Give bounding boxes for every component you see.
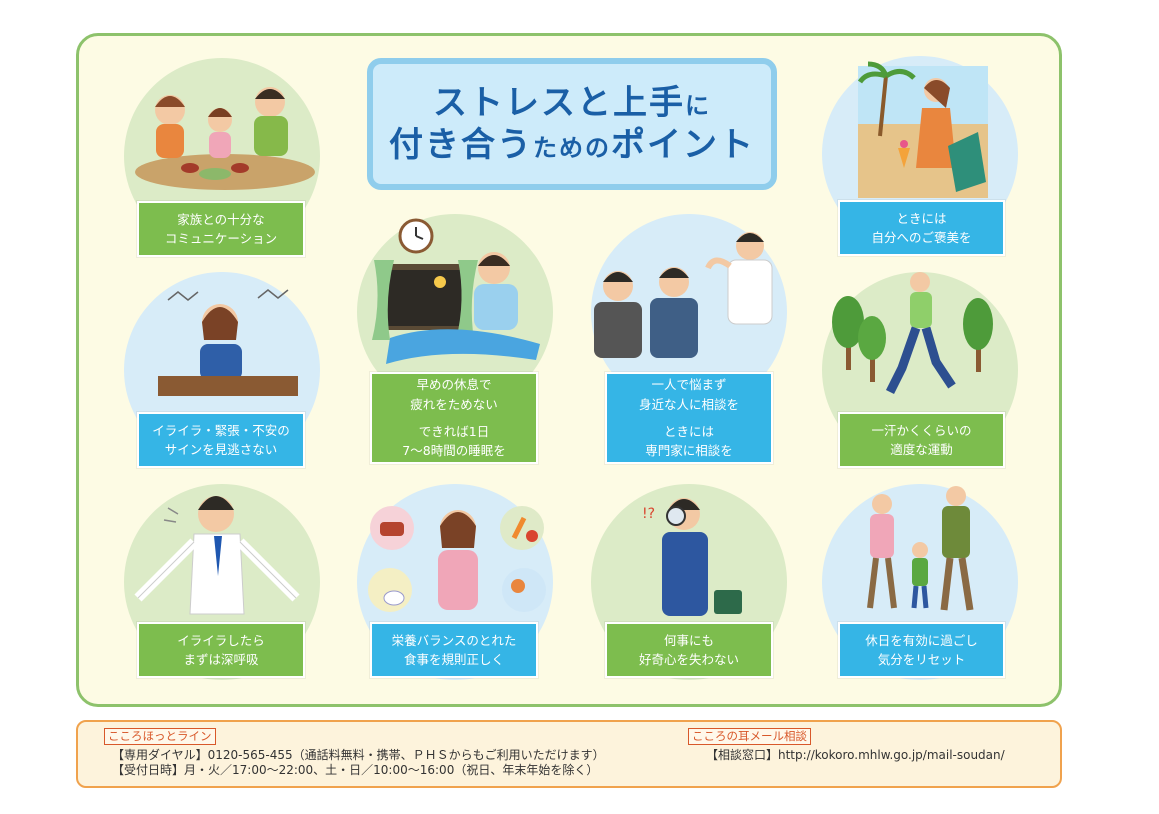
- tip-holiday-label: 休日を有効に過ごし気分をリセット: [838, 622, 1005, 678]
- tip-exercise-label: 一汗かくくらいの適度な運動: [838, 412, 1005, 468]
- mail-heading: こころの耳メール相談: [688, 728, 811, 745]
- deep-breath-illustration: [134, 496, 300, 615]
- stressed-woman-illustration: [158, 289, 298, 396]
- tip-diet-label: 栄養バランスのとれた食事を規則正しく: [370, 622, 538, 678]
- magnifier-man-illustration: !?: [642, 498, 742, 616]
- walking-man-illustration: [832, 272, 993, 395]
- tip-curiosity-label: 何事にも好奇心を失わない: [605, 622, 773, 678]
- tip-reward-label: ときには自分へのご褒美を: [838, 200, 1005, 256]
- hotline-hours: 【受付日時】月・火／17:00～22:00、土・日／10:00～16:00（祝日…: [112, 763, 599, 777]
- poster-title: ストレスと上手に 付き合うためのポイント: [367, 58, 777, 190]
- family-hike-illustration: [867, 486, 974, 611]
- sleeping-man-illustration: [372, 218, 540, 364]
- beach-drink-illustration: [857, 61, 988, 198]
- tip-signs-label: イライラ・緊張・不安のサインを見逃さない: [137, 412, 305, 468]
- title-line-1: ストレスと上手に: [433, 82, 711, 123]
- family-meal-illustration: [135, 87, 315, 190]
- hotline-dial: 【専用ダイヤル】0120-565-455（通話料無料・携帯、ＰＨＳからもご利用い…: [112, 748, 605, 762]
- consultation-illustration: [594, 232, 773, 358]
- balanced-meal-illustration: [368, 506, 546, 612]
- title-line-2: 付き合うためのポイント: [389, 125, 755, 165]
- tip-breathe-label: イライラしたらまずは深呼吸: [137, 622, 305, 678]
- svg-text:!?: !?: [642, 506, 655, 522]
- mail-window[interactable]: 【相談窓口】http://kokoro.mhlw.go.jp/mail-soud…: [706, 748, 1005, 762]
- hotline-heading: こころほっとライン: [104, 728, 216, 745]
- tip-consult-label: 一人で悩まず身近な人に相談を ときには専門家に相談を: [605, 372, 773, 464]
- contact-footer: こころほっとライン 【専用ダイヤル】0120-565-455（通話料無料・携帯、…: [76, 720, 1062, 788]
- tip-family-label: 家族との十分なコミュニケーション: [137, 201, 305, 257]
